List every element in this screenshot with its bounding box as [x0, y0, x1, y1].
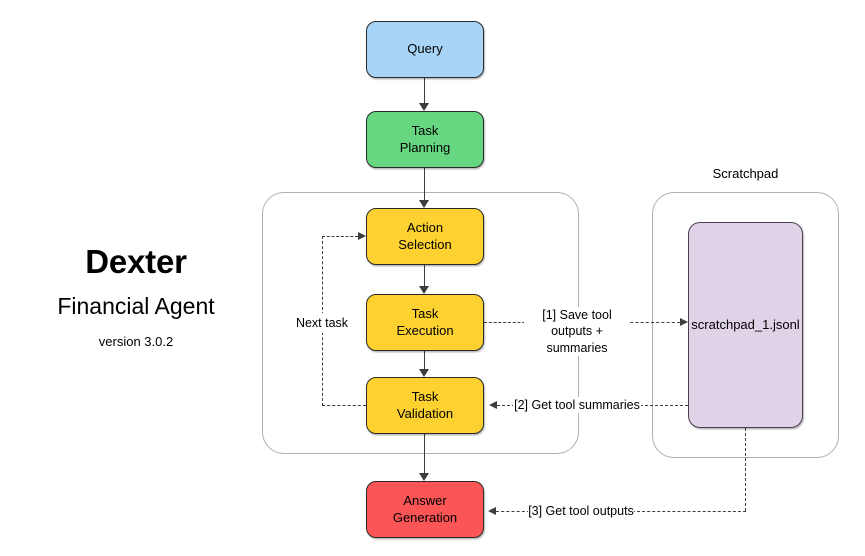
- edge-task-validation-to-answer-generation: [424, 434, 425, 473]
- edge-label-save-tool-outputs: [1] Save tool outputs + summaries: [524, 307, 630, 356]
- edge-action-selection-to-task-execution: [424, 265, 425, 286]
- arrowhead-action-selection-to-task-execution: [419, 286, 429, 294]
- arrowhead-query-to-task-planning: [419, 103, 429, 111]
- edge-label-get-tool-summaries: [2] Get tool summaries: [513, 397, 641, 414]
- node-action-selection[interactable]: Action Selection: [366, 208, 484, 265]
- edge-get-tool-outputs-vertical-segment: [745, 428, 746, 511]
- node-task-planning[interactable]: Task Planning: [366, 111, 484, 168]
- node-task-execution[interactable]: Task Execution: [366, 294, 484, 351]
- node-query[interactable]: Query: [366, 21, 484, 78]
- edge-get-tool-summaries-left-segment: [497, 405, 515, 406]
- edge-label-get-tool-outputs: [3] Get tool outputs: [528, 503, 634, 520]
- brand-title: Dexter: [85, 243, 187, 280]
- edge-get-tool-outputs-left-segment: [496, 511, 530, 512]
- arrowhead-task-validation-to-answer-generation: [419, 473, 429, 481]
- node-scratchpad-file[interactable]: scratchpad_1.jsonl: [688, 222, 803, 428]
- edge-task-planning-to-action-selection: [424, 168, 425, 200]
- edge-next-task-bottom-segment: [322, 405, 366, 406]
- edge-get-tool-outputs-right-segment: [632, 511, 746, 512]
- scratchpad-group-caption: Scratchpad: [712, 166, 779, 181]
- arrowhead-task-planning-to-action-selection: [419, 200, 429, 208]
- arrowhead-task-execution-to-task-validation: [419, 369, 429, 377]
- arrowhead-next-task-to-action-selection: [358, 231, 366, 240]
- brand-version: version 3.0.2: [98, 334, 174, 349]
- edge-next-task-top-segment: [322, 236, 358, 237]
- edge-task-execution-to-task-validation: [424, 351, 425, 369]
- edge-save-tool-outputs-right-segment: [625, 322, 680, 323]
- edge-query-to-task-planning: [424, 78, 425, 103]
- edge-label-next-task: Next task: [277, 313, 367, 334]
- arrowhead-get-tool-summaries: [489, 400, 497, 409]
- edge-save-tool-outputs-left-segment: [484, 322, 530, 323]
- arrowhead-save-tool-outputs: [680, 317, 688, 326]
- node-task-validation[interactable]: Task Validation: [366, 377, 484, 434]
- brand-subtitle: Financial Agent: [57, 293, 215, 319]
- node-answer-generation[interactable]: Answer Generation: [366, 481, 484, 538]
- edge-get-tool-summaries-right-segment: [640, 405, 688, 406]
- arrowhead-get-tool-outputs: [488, 506, 496, 515]
